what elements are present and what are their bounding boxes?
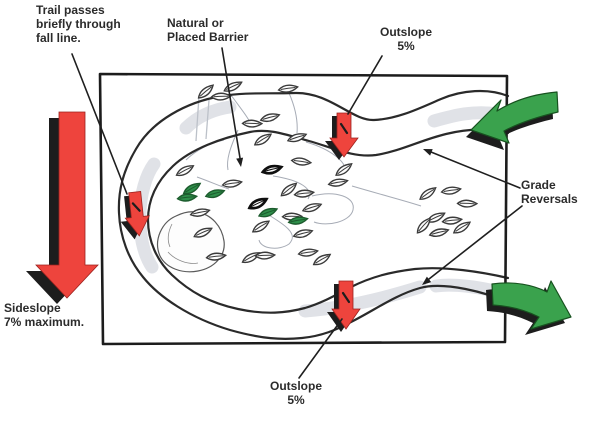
fall-line-label: Trail passes briefly through fall line. [36, 3, 121, 45]
sideslope-label-line1: Sideslope [4, 301, 61, 315]
barrier-leader [221, 47, 244, 167]
trail-flow-in-arrow [466, 91, 559, 150]
fall-line-label-line2: briefly through [36, 17, 121, 31]
outslope-top-leader [347, 55, 383, 115]
outslope-arrow-left [120, 191, 150, 240]
fall-line-arrow [26, 111, 99, 304]
outslope-top-label: Outslope 5% [366, 25, 446, 53]
outslope-bottom-label-line2: 5% [287, 393, 305, 407]
outslope-arrow-top [325, 112, 359, 160]
rock-sketch [156, 211, 225, 273]
outslope-arrow-bottom [327, 280, 361, 332]
outslope-top-label-line2: 5% [397, 39, 415, 53]
vegetation-cluster-right [413, 184, 478, 239]
sketch-lines [185, 92, 422, 249]
sideslope-label-line2: 7% maximum. [4, 315, 85, 329]
outslope-bottom-label-line1: Outslope [269, 379, 322, 393]
outslope-bottom-leader [298, 318, 343, 379]
barrier-label: Natural or Placed Barrier [167, 16, 248, 44]
grade-reversal-leader-lower [422, 205, 523, 285]
fall-line-label-line3: fall line. [36, 31, 81, 45]
outslope-bottom-label: Outslope 5% [256, 379, 336, 407]
fall-line-leader [71, 53, 128, 195]
grade-reversal-leader-upper [423, 149, 521, 189]
barrier-label-line2: Placed Barrier [167, 30, 249, 44]
sideslope-label: Sideslope 7% maximum. [4, 301, 84, 329]
trail-flow-out-arrow [486, 280, 572, 335]
barrier-label-line1: Natural or [167, 16, 224, 30]
grade-reversals-label: Grade Reversals [521, 178, 578, 206]
callout-lines [71, 47, 523, 379]
grade-reversals-label-line2: Reversals [521, 192, 578, 206]
grade-reversals-label-line1: Grade [521, 178, 556, 192]
trail-shading [133, 100, 505, 318]
fall-line-label-line1: Trail passes [36, 3, 105, 17]
outslope-top-label-line1: Outslope [379, 25, 432, 39]
